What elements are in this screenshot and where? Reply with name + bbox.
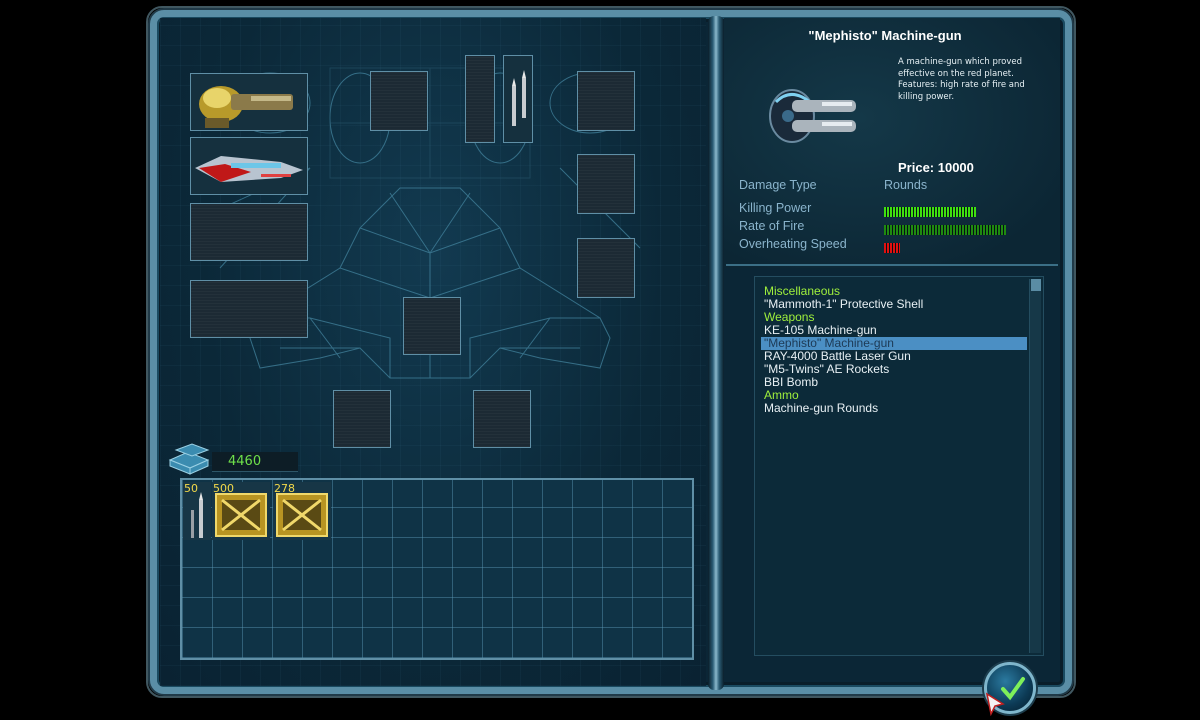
list-scrollbar[interactable] (1029, 279, 1041, 653)
device-slot[interactable] (577, 238, 635, 298)
item-count: 500 (213, 482, 234, 495)
item-description: A machine-gun which proved effective on … (898, 57, 1025, 102)
list-item[interactable]: BBI Bomb (764, 375, 819, 389)
missile-slot-2[interactable] (503, 55, 533, 143)
red-laser-gun-icon (195, 156, 303, 182)
weapon-slot-1[interactable] (190, 73, 308, 131)
stat-bar-overheating-speed (884, 243, 1006, 253)
item-title: "Mephisto" Machine-gun (808, 28, 962, 43)
rocket-pair-icon (512, 70, 526, 126)
credits-display: 4460 (212, 452, 298, 472)
list-item[interactable]: "Mephisto" Machine-gun (761, 337, 1027, 350)
stat-bar-rate-of-fire (884, 225, 1006, 235)
inventory-item-ammo-1[interactable]: 500 (212, 482, 270, 540)
credits-stack-icon (168, 443, 210, 475)
weapon-slot-2[interactable] (190, 137, 308, 195)
damage-type-value: Rounds (884, 178, 928, 192)
engine-slot-right[interactable] (577, 71, 635, 131)
panel-divider (708, 16, 724, 690)
weapon-slot-3[interactable] (190, 203, 308, 261)
item-count: 50 (184, 482, 198, 495)
machine-gun-preview-icon (769, 89, 856, 143)
list-item[interactable]: Machine-gun Rounds (764, 401, 879, 415)
stat-label-overheating-speed: Overheating Speed (739, 237, 847, 251)
bottom-slot-right[interactable] (473, 390, 531, 448)
ammo-crate-icon (215, 493, 267, 537)
ammo-crate-icon (276, 493, 328, 537)
scroll-thumb[interactable] (1031, 279, 1041, 291)
list-category: Weapons (764, 310, 815, 324)
stat-bar-killing-power (884, 207, 1006, 217)
core-slot[interactable] (403, 297, 461, 355)
shop-item-list[interactable]: Miscellaneous"Mammoth-1" Protective Shel… (754, 276, 1044, 656)
list-item[interactable]: "M5-Twins" AE Rockets (764, 362, 890, 376)
list-category: Ammo (764, 388, 799, 402)
item-count: 278 (274, 482, 295, 495)
rocket-icon (191, 492, 203, 538)
shield-slot[interactable] (577, 154, 635, 214)
bottom-slot-left[interactable] (333, 390, 391, 448)
missile-slot-1[interactable] (465, 55, 495, 143)
cargo-inventory-grid[interactable]: 50 500 278 (180, 478, 694, 660)
stat-label-killing-power: Killing Power (739, 201, 812, 215)
list-category: Miscellaneous (764, 284, 841, 298)
inventory-item-rockets[interactable]: 50 (183, 482, 211, 540)
list-item[interactable]: RAY-4000 Battle Laser Gun (764, 349, 911, 363)
damage-type-label: Damage Type (739, 178, 817, 192)
list-item[interactable]: KE-105 Machine-gun (764, 323, 877, 337)
details-separator (726, 264, 1058, 266)
mouse-cursor-icon (985, 692, 1005, 717)
list-item[interactable]: "Mammoth-1" Protective Shell (764, 297, 924, 311)
gold-cannon-icon (199, 86, 293, 128)
engine-slot-left[interactable] (370, 71, 428, 131)
checkmark-icon (1001, 677, 1025, 701)
stat-label-rate-of-fire: Rate of Fire (739, 219, 805, 233)
item-price: Price: 10000 (898, 160, 974, 175)
inventory-item-ammo-2[interactable]: 278 (273, 482, 331, 540)
weapon-slot-4[interactable] (190, 280, 308, 338)
